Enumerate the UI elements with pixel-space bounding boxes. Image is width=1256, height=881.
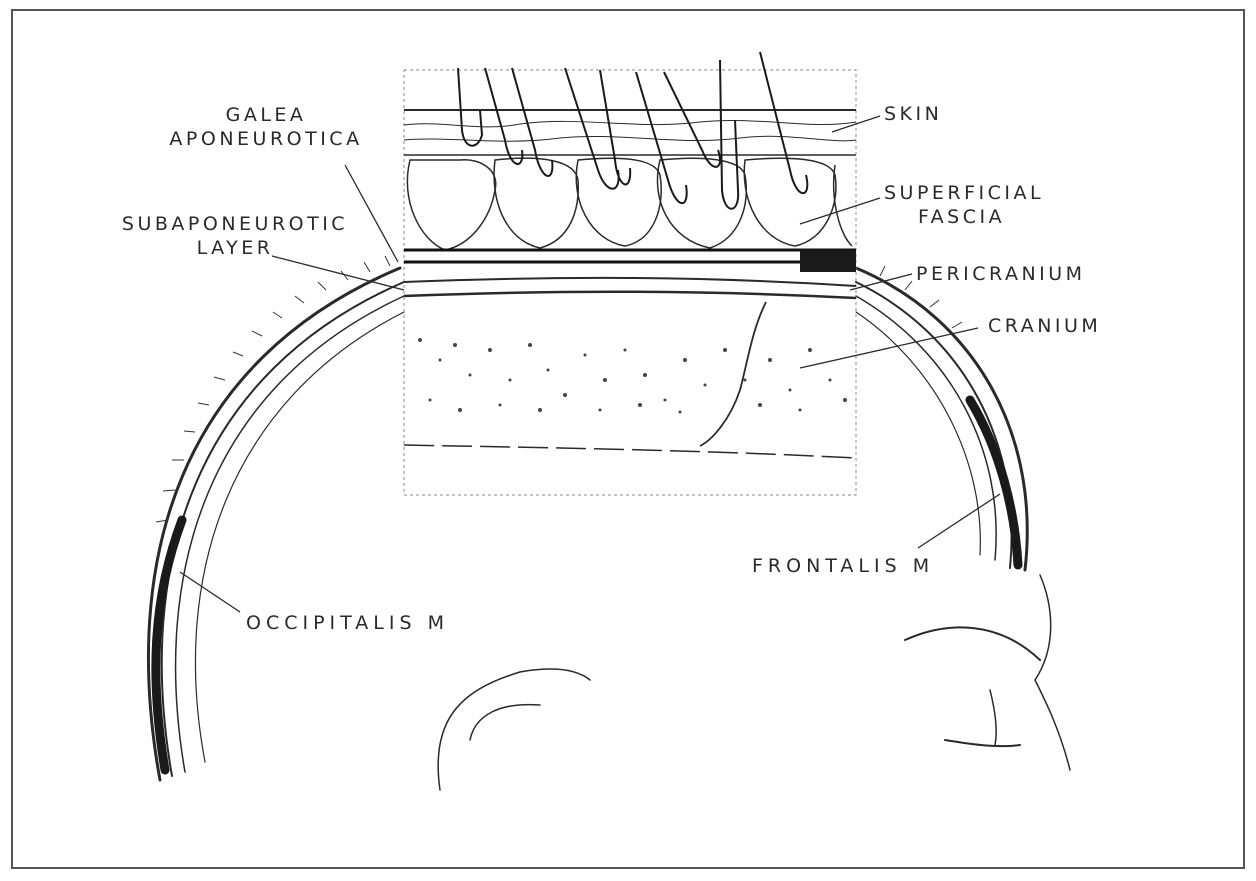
scalp-layer-arc-4 [195,312,404,762]
leader-cranium [800,328,978,368]
galea-band [800,250,856,272]
label-galea-line2: APONEUROTICA [158,127,374,151]
leader-pericranium [850,274,912,290]
leader-superficial-fascia [800,198,880,224]
label-superficial-line1: SUPERFICIAL [884,181,1044,205]
leader-occipitalis [180,572,240,612]
label-occipitalis-m: OCCIPITALIS M [246,611,449,635]
label-skin: SKIN [884,102,942,126]
label-subaponeurotic-layer: SUBAPONEUROTIC LAYER [100,212,370,260]
occipitalis-muscle-band [156,520,182,770]
label-subap-line1: SUBAPONEUROTIC [100,212,370,236]
label-galea-aponeurotica: GALEA APONEUROTICA [158,103,374,151]
cranium-crack [700,302,766,446]
pericranium-line-2 [404,292,856,298]
scalp-layer-arc-3 [176,296,404,772]
label-frontalis-m: FRONTALIS M [752,554,934,578]
label-galea-line1: GALEA [158,103,374,127]
label-subap-line2: LAYER [100,236,370,260]
nose-line [990,690,996,745]
leader-subaponeurotic [272,256,404,290]
ear-outline [438,669,590,790]
cranium-inner-line [404,445,856,458]
label-cranium: CRANIUM [988,314,1101,338]
cranium-texture [418,338,847,414]
head-outline-layers [148,268,1070,790]
scalp-layer-arc-2 [162,282,404,776]
ear-inner [470,705,540,740]
magnified-section [404,52,856,495]
forehead-profile [1035,575,1070,770]
pericranium-line-1 [404,278,856,286]
fascia-septa [404,250,856,262]
label-superficial-line2: FASCIA [884,205,1044,229]
leader-lines [180,116,1000,612]
scalp-layer-arc-right-3 [856,296,996,560]
hair-follicles [458,52,807,209]
label-superficial-fascia: SUPERFICIAL FASCIA [884,181,1044,229]
eye-line [945,740,1020,746]
scalp-outer-arc [148,268,400,780]
eyebrow-line [905,627,1040,660]
leader-frontalis [918,494,1000,548]
label-pericranium: PERICRANIUM [916,262,1086,286]
skin-texture [404,120,856,141]
